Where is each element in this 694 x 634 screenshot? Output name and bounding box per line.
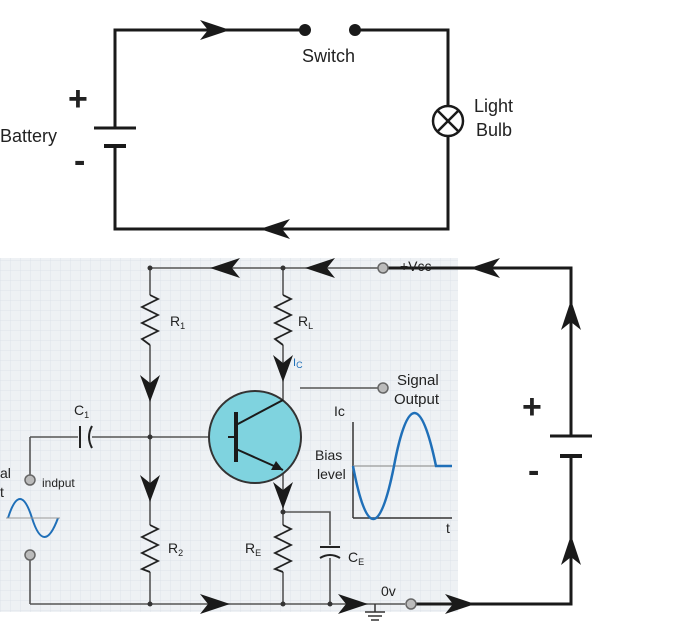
zero-v-terminal	[405, 598, 417, 610]
zero-v-label: 0v	[381, 583, 396, 599]
simple-circuit	[113, 28, 450, 231]
resistors	[139, 294, 294, 573]
arrow-r2-down	[140, 475, 160, 502]
terminals	[24, 262, 417, 610]
capacitor-ce	[319, 546, 341, 559]
plus-sign-top: +	[68, 80, 88, 118]
signal-input-line1: al	[0, 465, 11, 481]
bulb-label-line1: Light	[474, 96, 513, 116]
arrow-bottom-2	[338, 594, 368, 614]
switch	[299, 24, 361, 36]
ce-label: CE	[348, 549, 364, 567]
arrow-return-right	[445, 594, 475, 614]
arrow-bottom-1	[200, 594, 230, 614]
arrow-r1-down	[140, 375, 160, 402]
battery-symbol-right	[550, 434, 592, 458]
signal-output-terminal	[377, 382, 389, 394]
graph-y-label: Ic	[334, 403, 345, 419]
vcc-terminal	[377, 262, 389, 274]
arrow-top-left	[210, 258, 240, 278]
arrow-emitter-down	[273, 482, 293, 509]
signal-output-line1: Signal	[397, 372, 439, 389]
minus-sign-top: -	[74, 142, 85, 180]
input-label: indput	[42, 476, 75, 490]
ic-small-label: IC	[293, 357, 303, 370]
re-label: RE	[245, 540, 261, 558]
arrow-bottom-left	[260, 219, 290, 239]
graph-x-label: t	[446, 520, 450, 536]
current-arrows	[140, 258, 581, 614]
switch-label: Switch	[302, 46, 355, 66]
ground-symbol	[365, 604, 385, 621]
rl-label: RL	[298, 313, 313, 331]
input-terminal-bottom	[24, 549, 36, 561]
r1-label: R1	[170, 313, 185, 331]
arrow-vcc-in	[470, 258, 500, 278]
light-bulb-icon	[431, 104, 465, 138]
arrow-rl-down	[273, 355, 293, 382]
plus-sign-right: +	[522, 388, 542, 426]
output-graph	[351, 412, 452, 520]
resistor-re	[272, 524, 294, 573]
top-wire-right-bottom	[113, 137, 450, 231]
output-sine-wave	[351, 412, 452, 520]
arrow-right-up-bottom	[561, 535, 581, 565]
arrow-right-up-top	[561, 300, 581, 330]
arrow-top-right	[200, 20, 230, 40]
bulb-label-line2: Bulb	[476, 120, 512, 140]
r2-label: R2	[168, 540, 183, 558]
resistor-r1	[139, 294, 161, 346]
signal-input-line2: t	[0, 484, 4, 500]
arrow-top-mid	[305, 258, 335, 278]
minus-sign-right: -	[528, 452, 539, 490]
resistor-r2	[139, 524, 161, 573]
signal-output-line2: Output	[394, 391, 440, 408]
c1-label: C1	[74, 402, 89, 420]
input-terminal-top	[24, 474, 36, 486]
bias-label-line2: level	[317, 466, 346, 482]
transistor	[208, 390, 302, 484]
battery-symbol-top	[94, 126, 136, 148]
vcc-label: +Vcc	[400, 258, 432, 274]
capacitor-c1	[79, 425, 93, 449]
junction-dots	[147, 265, 333, 607]
bias-label-line1: Bias	[315, 447, 342, 463]
resistor-rl	[272, 294, 294, 346]
top-wire-left-top	[113, 28, 300, 128]
battery-label: Battery	[0, 126, 57, 146]
top-wire-right	[355, 28, 450, 105]
